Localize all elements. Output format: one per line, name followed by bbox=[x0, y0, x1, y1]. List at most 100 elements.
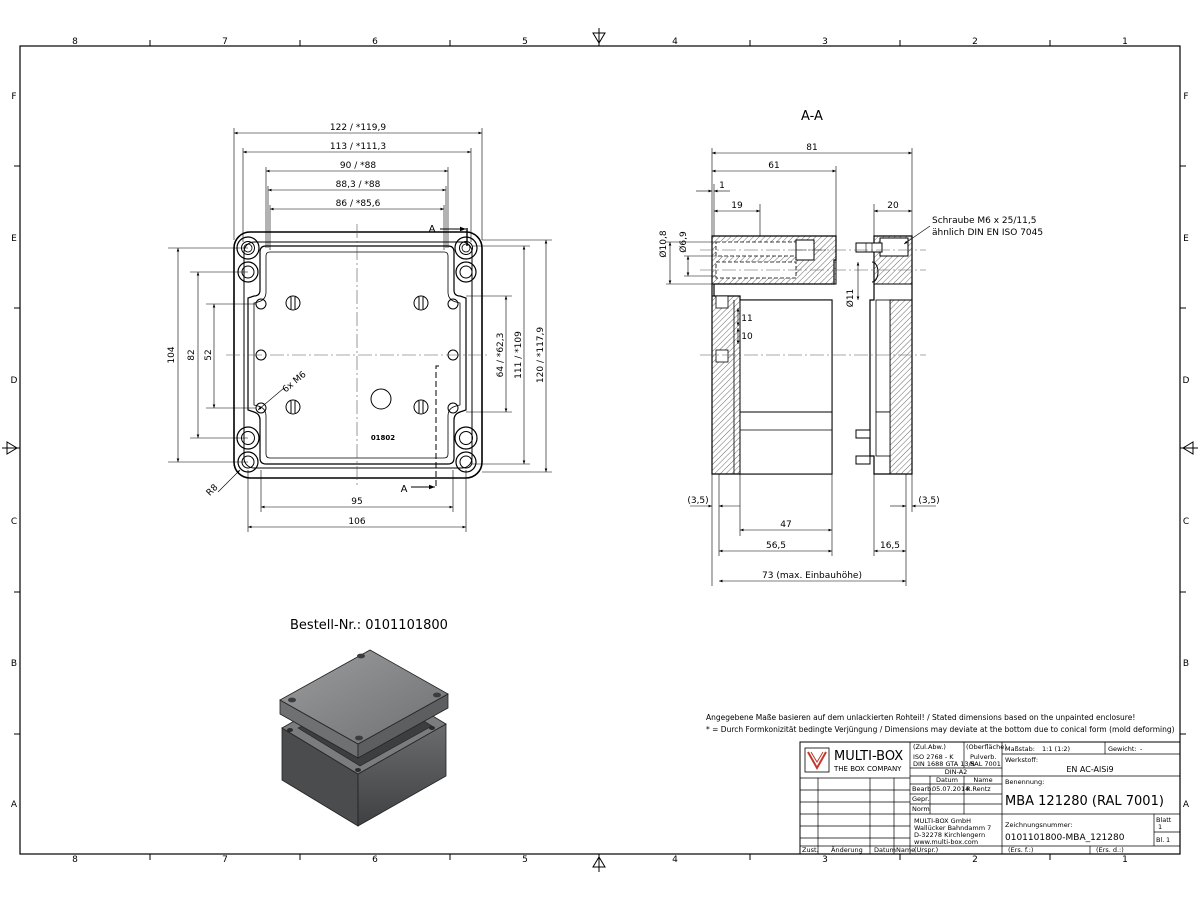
row-label-left-E: E bbox=[11, 234, 17, 244]
part-code: 01802 bbox=[371, 434, 395, 442]
col-label-top-4: 4 bbox=[672, 37, 678, 47]
dim-height-111: 111 / *109 bbox=[514, 331, 524, 379]
section-view-dimensions bbox=[666, 148, 936, 586]
front-view-dimensions bbox=[168, 128, 552, 532]
tb-bl: Bl. bbox=[1156, 836, 1164, 844]
row-label-left-D: D bbox=[11, 376, 18, 386]
dim-height-120: 120 / *117,9 bbox=[536, 327, 546, 383]
centering-mark-top bbox=[592, 28, 606, 46]
tb-aenderung: Änderung bbox=[831, 845, 863, 854]
front-view bbox=[226, 224, 490, 490]
dim-bottom-95: 95 bbox=[351, 497, 362, 507]
tb-zul-abw: (Zul.Abw.) bbox=[913, 743, 946, 751]
tb-urspr: (Urspr.) bbox=[914, 846, 938, 854]
dim-width-122: 122 / *119,9 bbox=[330, 123, 386, 133]
tb-company-4: www.multi-box.com bbox=[914, 838, 978, 846]
centering-mark-left bbox=[2, 441, 20, 455]
col-label-top-8: 8 bbox=[72, 37, 78, 47]
dim-width-86: 86 / *85,6 bbox=[336, 199, 381, 209]
dim-inner-11: 11 bbox=[741, 314, 752, 324]
tb-massstab-label: Maßstab: bbox=[1005, 745, 1035, 753]
row-label-left-A: A bbox=[11, 800, 18, 810]
corner-boss-top-left bbox=[236, 236, 260, 283]
col-label-bottom-3: 3 bbox=[822, 855, 828, 865]
tb-benennung: MBA 121280 (RAL 7001) bbox=[1005, 794, 1164, 809]
tb-datum2: Datum bbox=[874, 846, 896, 854]
row-label-left-F: F bbox=[11, 92, 16, 102]
enclosure-3d-view bbox=[279, 649, 449, 827]
dim-bottom-73: 73 (max. Einbauhöhe) bbox=[762, 571, 862, 581]
dim-radius-r8: R8 bbox=[205, 483, 221, 499]
title-block-text: MULTI-BOX THE BOX COMPANY (Zul.Abw.) ISO… bbox=[802, 743, 1172, 854]
note-conical-form: * = Durch Formkonizität bedingte Verjüng… bbox=[706, 725, 1175, 734]
section-view-dim-labels: 81 61 1 19 20 Ø10,8 Ø6,9 Ø11 11 10 (3,5)… bbox=[658, 143, 1043, 581]
row-label-right-B: B bbox=[1183, 659, 1189, 669]
dim-bottom-56-5: 56,5 bbox=[766, 541, 786, 551]
dim-depth-81: 81 bbox=[806, 143, 817, 153]
dim-dia-6-9: Ø6,9 bbox=[678, 231, 689, 253]
slotted-screws bbox=[285, 295, 429, 415]
screw-note-line2: ähnlich DIN EN ISO 7045 bbox=[932, 228, 1043, 238]
corner-boss-bottom-left bbox=[236, 426, 260, 473]
dim-depth-19: 19 bbox=[731, 201, 743, 211]
dim-depth-1: 1 bbox=[719, 181, 725, 191]
col-label-top-5: 5 bbox=[522, 37, 528, 47]
section-view bbox=[700, 235, 926, 475]
dim-dia-10-8: Ø10,8 bbox=[658, 230, 669, 257]
dim-height-64: 64 / *62,3 bbox=[496, 333, 506, 378]
note-dimensions: Angegebene Maße basieren auf dem unlacki… bbox=[706, 713, 1135, 722]
tb-bearb-date: 05.07.2014 bbox=[932, 785, 969, 793]
col-label-top-2: 2 bbox=[972, 37, 978, 47]
col-label-bottom-2: 2 bbox=[972, 855, 978, 865]
tb-benennung-label: Benennung: bbox=[1005, 778, 1044, 786]
drawing-frame: 8 7 6 5 4 3 2 1 8 7 6 5 4 3 2 1 F E D C … bbox=[2, 28, 1198, 872]
tb-norm: Norm bbox=[912, 805, 930, 813]
tb-format: DIN-A2 bbox=[945, 768, 968, 776]
title-block-logo bbox=[804, 747, 830, 773]
tb-zeichnung-label: Zeichnungsnummer: bbox=[1005, 821, 1072, 829]
centering-mark-right bbox=[1180, 441, 1198, 455]
dim-wall-3-5-right: (3,5) bbox=[918, 496, 939, 506]
tb-name: Name bbox=[973, 776, 992, 784]
row-label-right-C: C bbox=[1183, 517, 1189, 527]
corner-boss-top-right bbox=[454, 236, 478, 283]
col-label-bottom-6: 6 bbox=[372, 855, 378, 865]
row-label-right-E: E bbox=[1183, 234, 1189, 244]
dim-depth-20: 20 bbox=[887, 201, 899, 211]
tb-bearb-name: R.Rentz bbox=[966, 785, 991, 793]
tb-company-3: D-32278 Kirchlengern bbox=[914, 831, 985, 839]
tb-name2: Name bbox=[896, 846, 915, 854]
order-number: Bestell-Nr.: 0101101800 bbox=[290, 618, 448, 633]
tb-gepr: Gepr. bbox=[912, 795, 929, 803]
row-label-left-C: C bbox=[11, 517, 17, 527]
lid-screw bbox=[855, 237, 909, 283]
drawing-notes: Angegebene Maße basieren auf dem unlacki… bbox=[706, 713, 1175, 734]
dim-height-82: 82 bbox=[187, 349, 197, 360]
dim-bottom-16-5: 16,5 bbox=[880, 541, 900, 551]
dim-height-52: 52 bbox=[204, 349, 214, 360]
tb-std1: ISO 2768 - K bbox=[913, 753, 954, 761]
col-label-bottom-1: 1 bbox=[1122, 855, 1128, 865]
tb-ers-f: (Ers. f.:) bbox=[1008, 846, 1033, 854]
col-label-top-3: 3 bbox=[822, 37, 828, 47]
tb-ers-d: (Ers. d.:) bbox=[1096, 846, 1124, 854]
dim-holes-6x-m6: 6x M6 bbox=[281, 370, 309, 395]
tb-pulverb: Pulverb. bbox=[970, 753, 996, 761]
title-block bbox=[799, 741, 1181, 855]
dim-dia-11: Ø11 bbox=[845, 289, 856, 308]
tb-datum: Datum bbox=[936, 776, 958, 784]
center-hole bbox=[370, 388, 392, 410]
col-label-bottom-8: 8 bbox=[72, 855, 78, 865]
dim-depth-61: 61 bbox=[768, 161, 779, 171]
dim-width-88-3: 88,3 / *88 bbox=[336, 180, 381, 190]
section-title: A-A bbox=[801, 109, 823, 124]
tb-werkstoff: EN AC-AlSi9 bbox=[1066, 765, 1113, 774]
row-label-right-A: A bbox=[1183, 800, 1190, 810]
section-mark-a-bottom: A bbox=[401, 484, 408, 495]
dim-wall-3-5-left: (3,5) bbox=[687, 496, 708, 506]
screw-note-line1: Schraube M6 x 25/11,5 bbox=[932, 216, 1036, 226]
tb-company-1: MULTI-BOX GmbH bbox=[914, 817, 971, 825]
tb-blatt: Blatt bbox=[1156, 816, 1172, 824]
dim-inner-10: 10 bbox=[741, 332, 753, 342]
section-mark-a-top: A bbox=[429, 224, 436, 235]
